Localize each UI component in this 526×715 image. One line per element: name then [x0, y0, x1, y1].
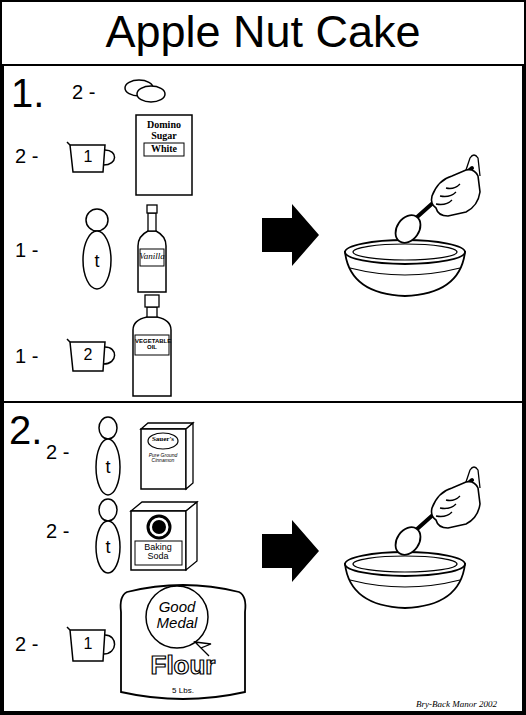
step-panel-text: 1.	[11, 72, 55, 114]
measuring-cup-text: 1	[71, 149, 105, 166]
oil-bottle: VEGETABLE OIL	[131, 294, 173, 398]
step-panel: 1. 1 Domino SugarWhite t Vanilla 2 VEGETABLE O…	[2, 64, 524, 403]
eggs-symbol	[125, 80, 165, 102]
teaspoon-outline	[95, 416, 121, 496]
teaspoon: t	[82, 208, 112, 290]
sugar-box-text: White	[144, 144, 184, 155]
sugar-box-text: Domino Sugar	[139, 120, 189, 141]
cinnamon-box-text: Sauer's	[147, 436, 179, 443]
measuring-cup-text: 1	[71, 636, 105, 653]
measuring-cup: 1	[67, 627, 119, 663]
vanilla-bottle-text: Vanilla	[138, 252, 166, 261]
measuring-cup-outline	[67, 627, 119, 663]
mixing-bowl-symbol	[345, 155, 480, 296]
step-arrow	[262, 204, 319, 266]
mixing-bowl-symbol	[345, 467, 480, 608]
vanilla-bottle-outline	[136, 204, 168, 294]
oil-bottle-text: VEGETABLE OIL	[135, 338, 169, 351]
flour-bag-text: Good Medal	[146, 599, 208, 631]
quantity-label: 2 -	[15, 146, 38, 166]
teaspoon-outline	[82, 208, 112, 290]
measuring-cup: 1	[67, 142, 119, 174]
quantity-label: 2 -	[46, 442, 69, 462]
vanilla-bottle: Vanilla	[136, 204, 168, 294]
teaspoon-text: t	[82, 252, 112, 271]
flour-bag: Good MedalFlour 5 Lbs.	[117, 582, 249, 704]
credit-note: Bry-Back Manor 2002	[416, 700, 497, 709]
quantity-label: 2 -	[15, 634, 38, 654]
teaspoon-text: t	[95, 458, 121, 477]
cinnamon-box-text: Pure Ground Cinnamon	[143, 453, 183, 464]
baking-soda-box: Baking Soda	[130, 501, 198, 571]
flour-bag-text: 5 Lbs.	[153, 687, 213, 695]
flour-bag-text: Flour	[127, 652, 239, 679]
diagram-title: Apple Nut Cake	[0, 8, 526, 55]
baking-soda-box-text: Baking Soda	[138, 543, 178, 562]
quantity-label: 1 -	[15, 240, 38, 260]
teaspoon: t	[95, 416, 121, 496]
measuring-cup-outline	[67, 339, 119, 373]
quantity-label: 2 -	[72, 82, 95, 102]
measuring-cup: 2	[67, 339, 119, 373]
measuring-cup-text: 2	[71, 347, 105, 364]
teaspoon-outline	[95, 498, 121, 574]
quantity-label: 2 -	[46, 521, 69, 541]
measuring-cup-outline	[67, 142, 119, 174]
sugar-box: Domino SugarWhite	[135, 114, 193, 196]
cinnamon-box: Sauer'sPure Ground Cinnamon	[140, 422, 194, 490]
quantity-label: 1 -	[15, 346, 38, 366]
teaspoon: t	[95, 498, 121, 574]
step-arrow	[262, 520, 319, 582]
teaspoon-text: t	[95, 538, 121, 557]
step-panel: 2.tSauer'sPure Ground CinnamontBaking So…	[2, 401, 524, 713]
